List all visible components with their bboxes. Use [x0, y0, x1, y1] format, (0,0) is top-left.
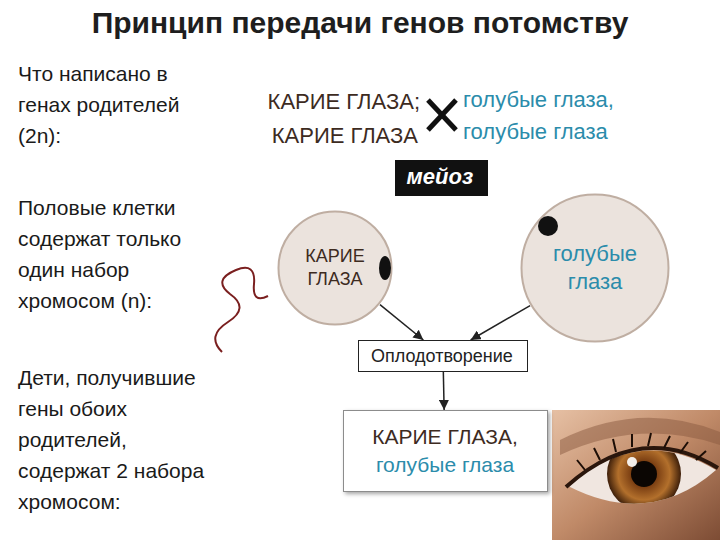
- circle-outline: [277, 210, 393, 326]
- label: голубые глаза: [463, 118, 608, 146]
- node-text: Оплодотворение: [371, 345, 515, 367]
- squiggle-line: [215, 268, 268, 352]
- label: КАРИЕ ГЛАЗА: [272, 122, 418, 150]
- node-text: голубые глаза: [543, 240, 647, 296]
- title: Принцип передачи генов потомству: [0, 4, 720, 42]
- process-box: Оплодотворение: [358, 340, 528, 372]
- arrow-connector: [443, 372, 445, 410]
- arrow-connector: [380, 305, 423, 340]
- label: Что написано в генах родителей (2n):: [18, 58, 218, 151]
- cell-circle: [279, 212, 392, 325]
- chromosome-dot: [538, 216, 558, 236]
- gamete-circle: голубые глаза: [520, 193, 670, 343]
- gamete-circle: КАРИЕ ГЛАЗА: [277, 210, 393, 326]
- label: Дети, получившие гены обоих родителей, с…: [18, 362, 223, 517]
- arrow-connector: [471, 306, 530, 340]
- result-box: КАРИЕ ГЛАЗА,голубые глаза: [343, 410, 548, 492]
- label: голубые глаза,: [463, 86, 614, 114]
- node-text: голубые глаза: [362, 451, 529, 479]
- label: КАРИЕ ГЛАЗА;: [268, 88, 420, 116]
- process-box: мейоз: [395, 160, 488, 196]
- label: Половые клетки содержат только один набо…: [18, 192, 218, 316]
- node-text: КАРИЕ ГЛАЗА: [294, 245, 376, 291]
- node-text: мейоз: [407, 163, 476, 191]
- cell-circle: [522, 195, 669, 342]
- chromosome-dot: [379, 256, 391, 280]
- circle-outline: [520, 193, 670, 343]
- node-text: КАРИЕ ГЛАЗА,: [362, 423, 529, 451]
- cross-symbol: [428, 100, 456, 130]
- eye-illustration: [552, 410, 720, 540]
